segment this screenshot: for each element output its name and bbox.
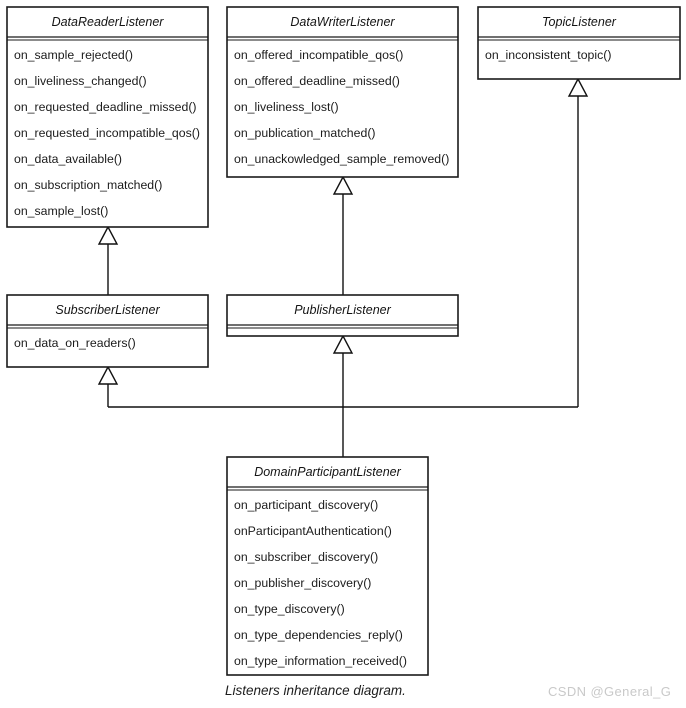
connector-group: [97, 77, 589, 457]
method-item: onParticipantAuthentication(): [234, 524, 392, 538]
class-box-domain-participant-listener[interactable]: DomainParticipantListener on_participant…: [226, 456, 429, 676]
method-item: on_inconsistent_topic(): [485, 48, 611, 62]
method-item: on_requested_deadline_missed(): [14, 100, 197, 114]
generalization-subscriber-to-datareader: [97, 225, 119, 295]
generalization-participant-to-publisher: [332, 334, 354, 407]
method-item: on_liveliness_changed(): [14, 74, 147, 88]
method-item: on_sample_lost(): [14, 204, 108, 218]
diagram-caption: Listeners inheritance diagram.: [225, 683, 406, 698]
method-item: on_data_available(): [14, 152, 122, 166]
generalization-participant-bus: [108, 406, 578, 457]
method-item: on_type_information_received(): [234, 654, 407, 668]
generalization-publisher-to-datawriter: [332, 175, 354, 295]
class-name-topic-listener: TopicListener: [542, 15, 617, 29]
method-item: on_publisher_discovery(): [234, 576, 371, 590]
method-item: on_offered_incompatible_qos(): [234, 48, 403, 62]
generalization-participant-to-subscriber: [97, 365, 119, 407]
class-name-data-reader-listener: DataReaderListener: [52, 15, 165, 29]
method-item: on_liveliness_lost(): [234, 100, 339, 114]
method-item: on_data_on_readers(): [14, 336, 136, 350]
method-item: on_sample_rejected(): [14, 48, 133, 62]
method-item: on_subscriber_discovery(): [234, 550, 378, 564]
class-name-domain-participant-listener: DomainParticipantListener: [254, 465, 401, 479]
class-box-publisher-listener[interactable]: PublisherListener: [226, 294, 459, 337]
method-item: on_type_discovery(): [234, 602, 345, 616]
method-item: on_publication_matched(): [234, 126, 376, 140]
method-item: on_subscription_matched(): [14, 178, 162, 192]
class-name-publisher-listener: PublisherListener: [294, 303, 391, 317]
class-box-data-writer-listener[interactable]: DataWriterListener on_offered_incompatib…: [226, 6, 459, 178]
class-box-data-reader-listener[interactable]: DataReaderListener on_sample_rejected() …: [6, 6, 209, 228]
class-name-subscriber-listener: SubscriberListener: [55, 303, 160, 317]
csdn-watermark: CSDN @General_G: [548, 684, 671, 699]
method-item: on_type_dependencies_reply(): [234, 628, 403, 642]
class-box-subscriber-listener[interactable]: SubscriberListener on_data_on_readers(): [6, 294, 209, 368]
class-name-data-writer-listener: DataWriterListener: [290, 15, 395, 29]
generalization-participant-to-topic: [567, 77, 589, 407]
method-item: on_requested_incompatible_qos(): [14, 126, 200, 140]
method-item: on_offered_deadline_missed(): [234, 74, 400, 88]
class-box-topic-listener[interactable]: TopicListener on_inconsistent_topic(): [477, 6, 681, 80]
method-item: on_participant_discovery(): [234, 498, 378, 512]
method-item: on_unackowledged_sample_removed(): [234, 152, 449, 166]
